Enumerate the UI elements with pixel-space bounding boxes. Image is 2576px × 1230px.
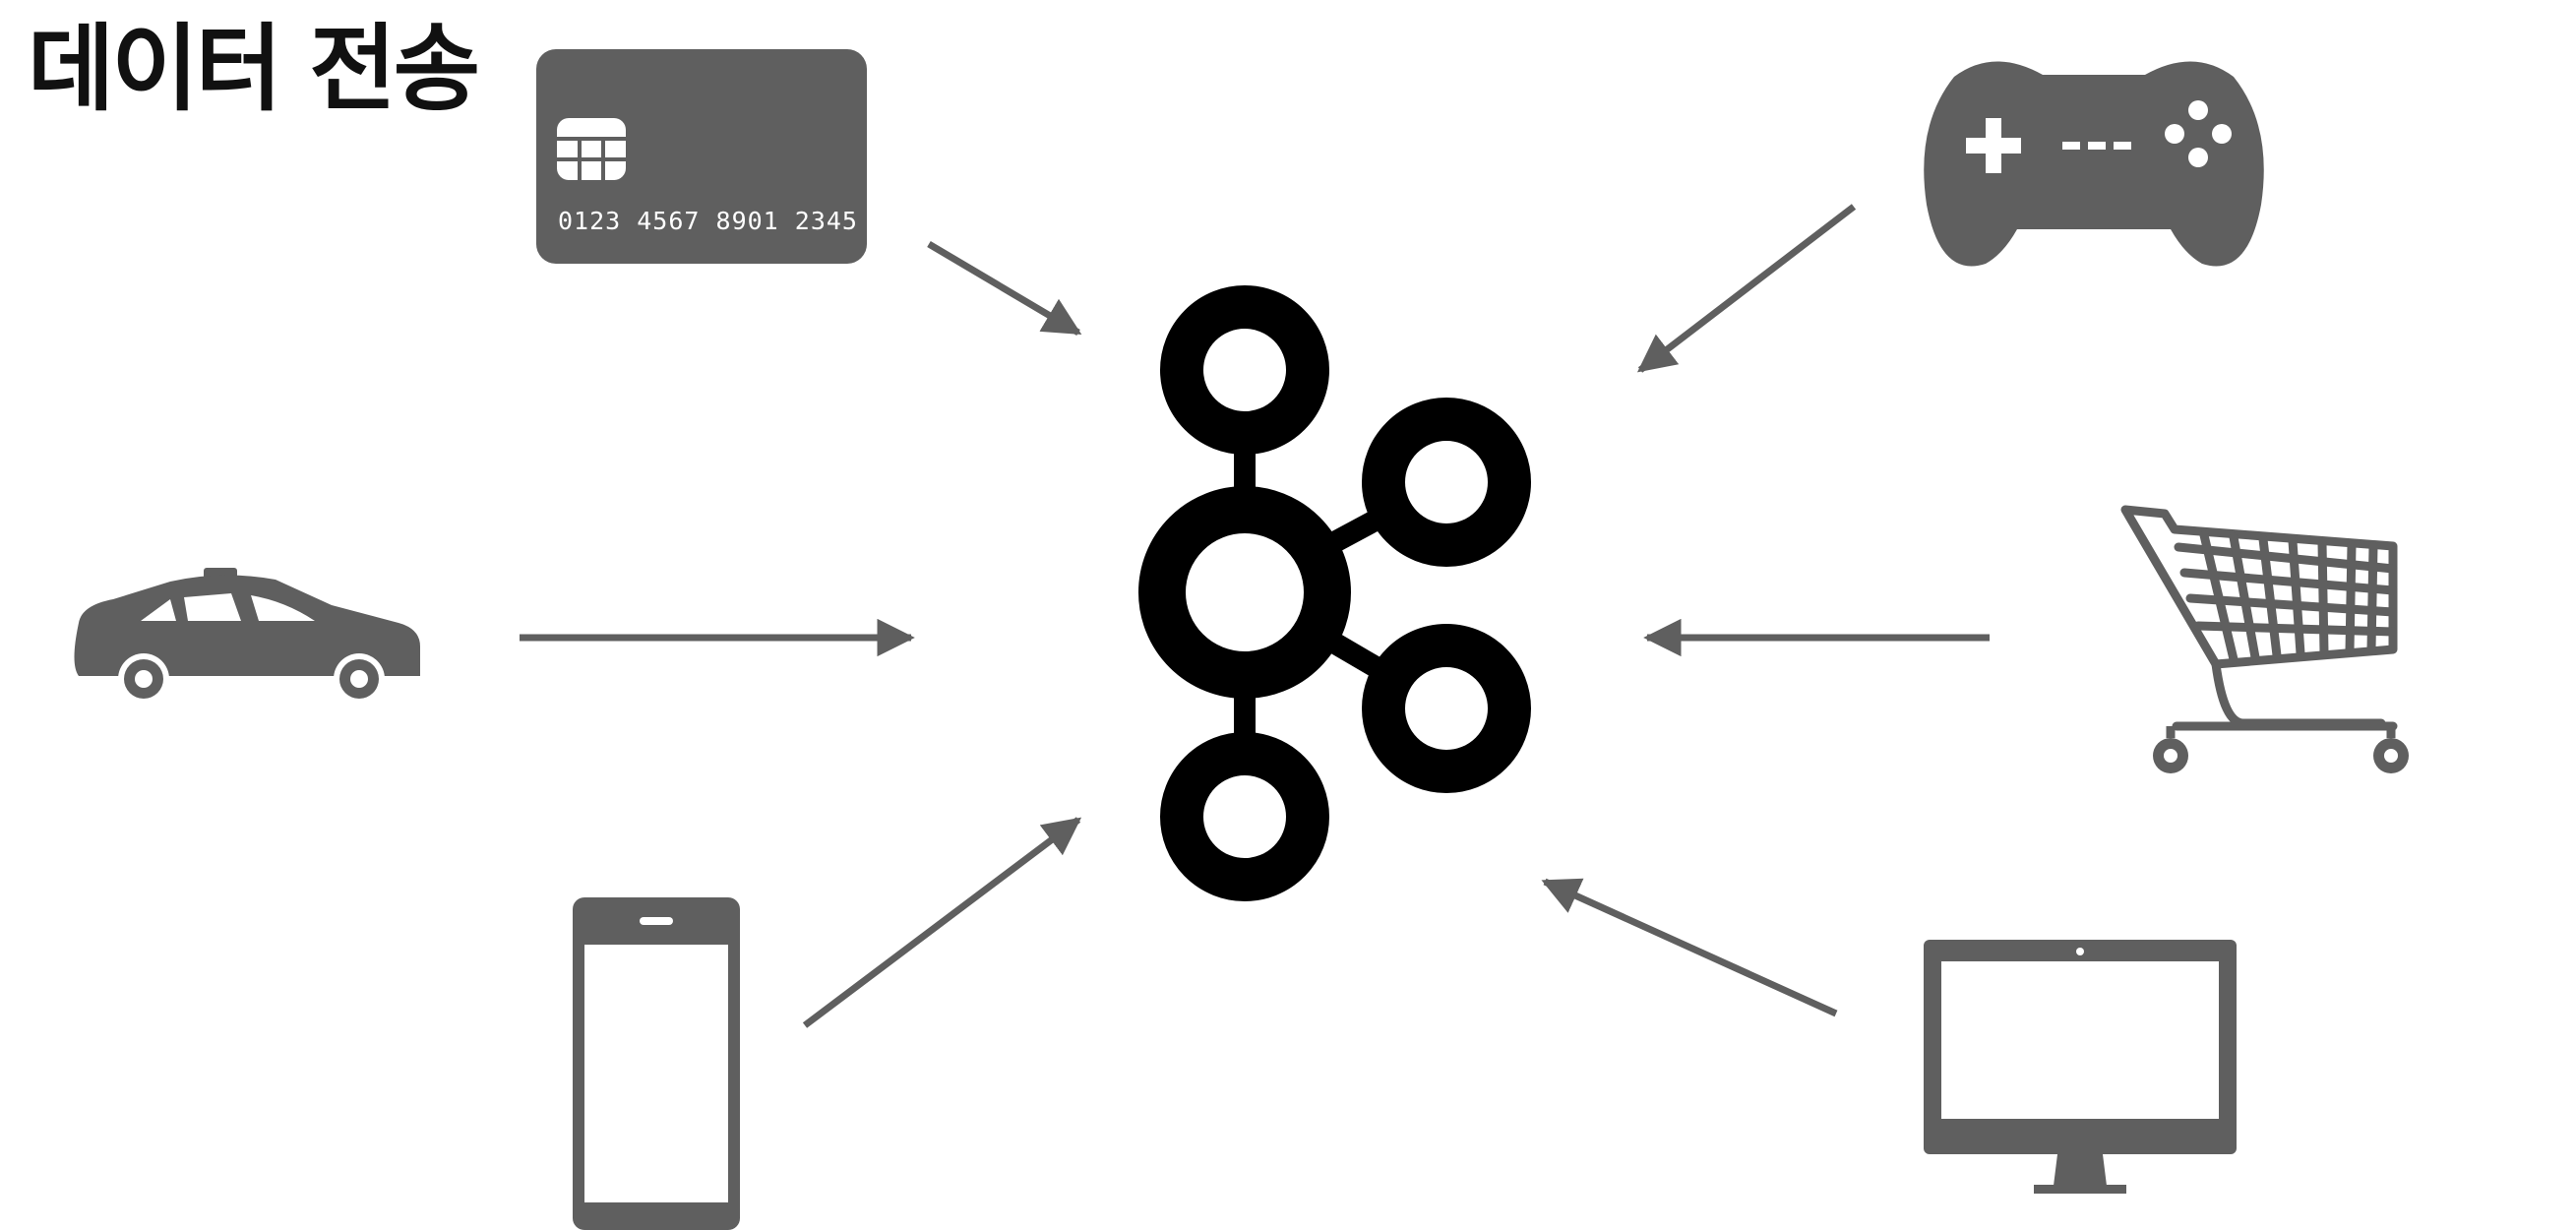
- monitor-icon: [1924, 940, 2237, 1194]
- arrow-from-credit-card: [927, 240, 1082, 337]
- arrow-from-game-controller: [1636, 204, 1857, 373]
- card-number: 0123 4567 8901 2345: [558, 207, 858, 235]
- shopping-cart-icon: [2120, 505, 2409, 773]
- taxi-wheel-rear: [334, 653, 385, 705]
- credit-card-icon: 0123 4567 8901 2345: [536, 49, 867, 264]
- arrows: [520, 204, 1990, 1028]
- kafka-logo-icon: [1138, 285, 1531, 901]
- card-chip-icon: [557, 118, 626, 180]
- smartphone-icon: [573, 897, 740, 1230]
- arrow-from-smartphone: [802, 817, 1082, 1028]
- game-controller-icon: [1924, 61, 2264, 267]
- page-title: 데이터 전송: [28, 14, 480, 124]
- taxi-wheel-front: [118, 653, 169, 705]
- arrow-from-monitor: [1541, 878, 1838, 1017]
- taxi-icon: [74, 568, 420, 705]
